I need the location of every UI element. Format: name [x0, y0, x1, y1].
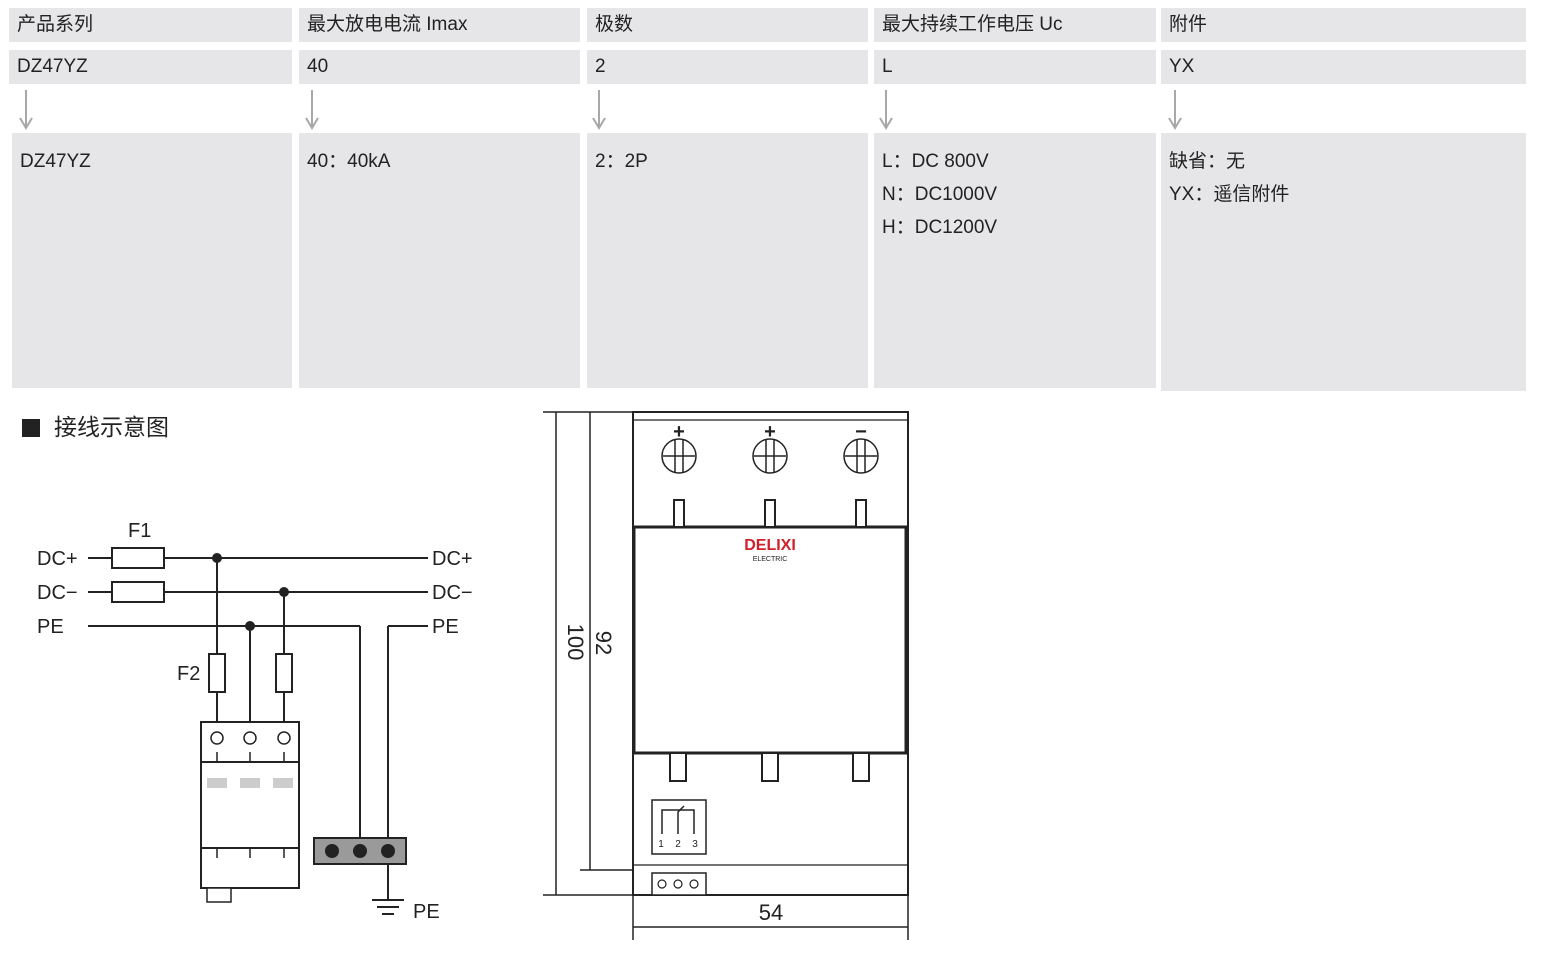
wiring-section-title-text: 接线示意图: [54, 414, 169, 440]
code-accessory: YX: [1161, 50, 1526, 84]
code-max-continuous-voltage: L: [874, 50, 1156, 84]
fuse-f2-plus: [208, 653, 226, 693]
down-arrow-icon: [879, 90, 893, 130]
fuse-f2-minus: [275, 653, 293, 693]
option-line: H：DC1200V: [882, 217, 998, 238]
dimension-height-body: 92: [591, 631, 616, 655]
contact-label-1: 1: [658, 839, 664, 850]
terminal-screw: [325, 844, 339, 858]
spd-module-icon: [200, 721, 300, 903]
header-poles: 极数: [587, 8, 868, 42]
option-line: YX：遥信附件: [1169, 184, 1290, 205]
options-poles: 2：2P: [587, 133, 868, 388]
dimension-width: 54: [759, 900, 783, 925]
label-dc-minus-out: DC−: [432, 582, 473, 604]
square-bullet-icon: [22, 419, 40, 437]
wiring-section-title: 接线示意图: [22, 410, 169, 444]
options-product-series: DZ47YZ: [12, 133, 292, 388]
option-line: 40：40kA: [307, 151, 391, 172]
contact-label-2: 2: [675, 839, 681, 850]
wiring-diagram: F1 DC+ DC− PE DC+ DC− PE F2 PE: [37, 520, 473, 923]
label-dc-plus-out: DC+: [432, 548, 473, 570]
code-product-series: DZ47YZ: [9, 50, 292, 84]
down-arrow-icon: [19, 90, 33, 130]
header-product-series: 产品系列: [9, 8, 292, 42]
down-arrow-icon: [305, 90, 319, 130]
option-line: 2：2P: [595, 151, 648, 172]
options-max-discharge-current: 40：40kA: [299, 133, 580, 388]
option-line: 缺省：无: [1169, 151, 1246, 172]
header-max-discharge-current: 最大放电电流 Imax: [299, 8, 580, 42]
terminal-label-plus-1: +: [673, 421, 685, 443]
junction-dot: [245, 621, 255, 631]
label-f1: F1: [128, 520, 151, 542]
label-dc-plus-in: DC+: [37, 548, 78, 570]
options-max-continuous-voltage: L：DC 800V N：DC1000V H：DC1200V: [874, 133, 1156, 388]
options-accessory: 缺省：无 YX：遥信附件: [1161, 133, 1526, 391]
label-f2: F2: [177, 663, 200, 685]
brand-logo: DELIXI: [744, 537, 796, 554]
option-line: DZ47YZ: [20, 151, 91, 172]
label-dc-minus-in: DC−: [37, 582, 78, 604]
option-line: L：DC 800V: [882, 151, 989, 172]
terminal-label-minus: −: [855, 421, 867, 443]
code-max-discharge-current: 40: [299, 50, 580, 84]
label-pe-in: PE: [37, 616, 64, 638]
code-poles: 2: [587, 50, 868, 84]
option-line: N：DC1000V: [882, 184, 998, 205]
contact-label-3: 3: [692, 839, 698, 850]
label-pe-out: PE: [432, 616, 459, 638]
fuse-f1-dc-plus: [111, 547, 165, 569]
dimension-height-total: 100: [563, 624, 588, 661]
label-ground: PE: [413, 901, 440, 923]
remote-contact-window: [651, 799, 707, 855]
down-arrow-icon: [1168, 90, 1182, 130]
header-accessory: 附件: [1161, 8, 1526, 42]
header-max-continuous-voltage: 最大持续工作电压 Uc: [874, 8, 1156, 42]
junction-dot: [279, 587, 289, 597]
fuse-f1-dc-minus: [111, 581, 165, 603]
down-arrow-icon: [592, 90, 606, 130]
dimension-drawing: + + − DELIXI ELECTRIC 1 2 3 100 92 54: [543, 411, 909, 940]
brand-sub: ELECTRIC: [753, 556, 788, 563]
ground-icon: [372, 899, 404, 915]
terminal-screw: [353, 844, 367, 858]
terminal-screw: [381, 844, 395, 858]
junction-dot: [212, 553, 222, 563]
terminal-label-plus-2: +: [764, 421, 776, 443]
